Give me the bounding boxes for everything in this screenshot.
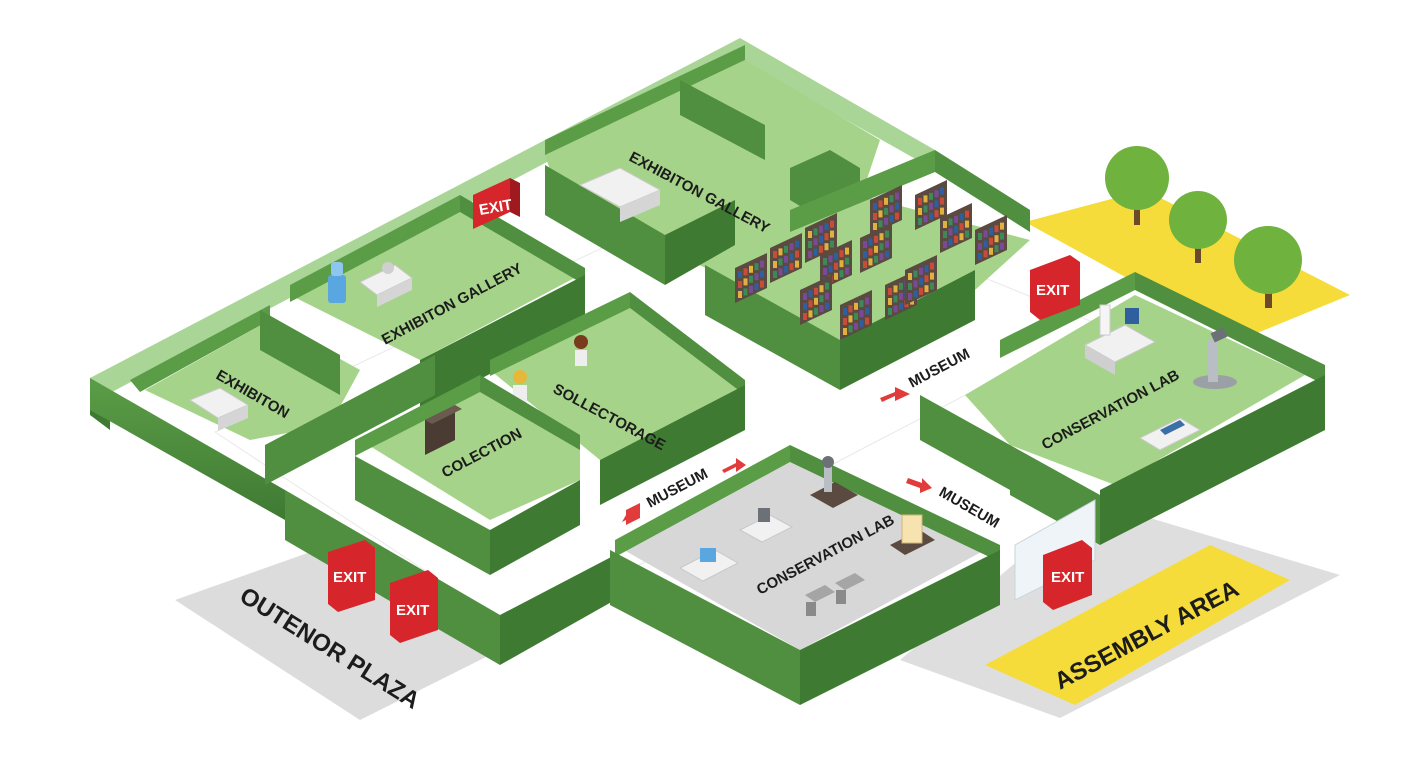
assembly-area-zone: [985, 545, 1290, 705]
bookshelf-icon: [805, 213, 837, 263]
svg-text:EXIT: EXIT: [1051, 569, 1084, 586]
svg-text:EXIT: EXIT: [1036, 282, 1069, 299]
exit-sign-south-east: EXIT: [1043, 540, 1092, 610]
gallery-display-table: [359, 262, 413, 307]
library-wall-north: [790, 150, 935, 232]
lab-desk: [738, 508, 794, 543]
bookshelves-group: [735, 180, 1007, 340]
exhibition-wall-south: [265, 355, 435, 485]
conservation-lab-south-wall-north-east: [790, 445, 1000, 562]
bookshelf-icon: [770, 233, 802, 283]
conservation-lab-east-wall-south: [1100, 375, 1325, 545]
exit-sign-north-west: EXIT: [473, 178, 520, 229]
sollectorage-wall-east: [630, 292, 745, 395]
sollectorage-wall-north: [490, 292, 630, 376]
colection-wall-east: [480, 375, 580, 450]
bookshelf-icon: [905, 255, 937, 305]
lab-side-table: [1138, 417, 1202, 451]
exhibition-gallery-north-inner-wall-2: [665, 200, 735, 285]
bookshelf-icon: [940, 203, 972, 253]
svg-text:EXIT: EXIT: [478, 196, 514, 219]
outer-wall-south-face-2: [500, 555, 615, 665]
outer-wall-west-face: [90, 378, 285, 520]
exhibition-gallery-north-inner-wall: [545, 165, 665, 285]
arrow-icon: [622, 503, 640, 525]
lab-desk-screen: [678, 548, 740, 582]
arrow-icon: [906, 478, 932, 493]
exhibition-bench: [188, 387, 250, 431]
colection-wall-south: [490, 480, 580, 575]
svg-text:EXIT: EXIT: [333, 569, 366, 586]
conservation-lab-east-floor: [965, 295, 1305, 485]
bookshelf-icon: [800, 275, 832, 325]
exit-sign-south-west-2: EXIT: [390, 570, 438, 643]
bookshelf-icon: [975, 215, 1007, 265]
bookshelf-icon: [840, 290, 872, 340]
water-cooler-icon: [328, 262, 346, 303]
glass-partition: [1014, 499, 1096, 601]
exhibition-gallery-west-floor: [290, 205, 580, 360]
conservation-lab-south-wall-north: [615, 445, 790, 557]
bookshelf-icon: [915, 180, 947, 230]
sollectorage-wall-south: [600, 385, 745, 505]
svg-text:EXIT: EXIT: [396, 602, 429, 619]
conservation-lab-east-wall-west: [920, 395, 1010, 490]
conservation-lab-south-wall-west: [610, 550, 800, 705]
colection-wall-north: [355, 375, 480, 456]
library-wall-north-east: [935, 150, 1030, 232]
exit-sign-south-west-1: EXIT: [328, 540, 375, 612]
outdoor-plaza-ground: [175, 545, 520, 720]
exhibition-gallery-west-wall-south: [420, 275, 585, 410]
conservation-lab-east-wall-east: [1135, 272, 1325, 385]
microscope-icon: [1193, 327, 1237, 389]
bookshelf-icon: [735, 253, 767, 303]
arrow-icon: [880, 387, 910, 402]
exit-sign-north-east: EXIT: [1030, 255, 1080, 320]
chair-icon: [805, 585, 835, 616]
library-wall-east: [840, 270, 975, 390]
conservation-lab-south-wall-east: [800, 550, 1000, 705]
colection-wall-west: [355, 456, 490, 575]
display-case: [890, 514, 935, 555]
tree-icon: [1169, 191, 1227, 263]
statue-icon: [574, 335, 588, 366]
microscope-icon: [810, 456, 858, 508]
bookshelf-icon: [870, 185, 902, 235]
exhibition-gallery-north-wall-west: [680, 80, 765, 160]
arrow-icon: [722, 458, 746, 473]
bookshelf-icon: [860, 223, 892, 273]
tree-icon: [1105, 146, 1169, 225]
exhibition-wall-north: [130, 305, 270, 392]
lab-workbench: [1083, 304, 1157, 375]
exhibition-gallery-north-wall: [545, 45, 745, 155]
tree-icon: [1234, 226, 1302, 308]
conservation-lab-east-wall-north: [1000, 272, 1135, 358]
gallery-bench-side: [620, 190, 660, 222]
chair-icon: [835, 573, 865, 604]
bookshelf-icon: [425, 405, 462, 455]
outer-wall-south-face: [285, 490, 500, 665]
exhibition-wall-inner: [260, 310, 340, 395]
